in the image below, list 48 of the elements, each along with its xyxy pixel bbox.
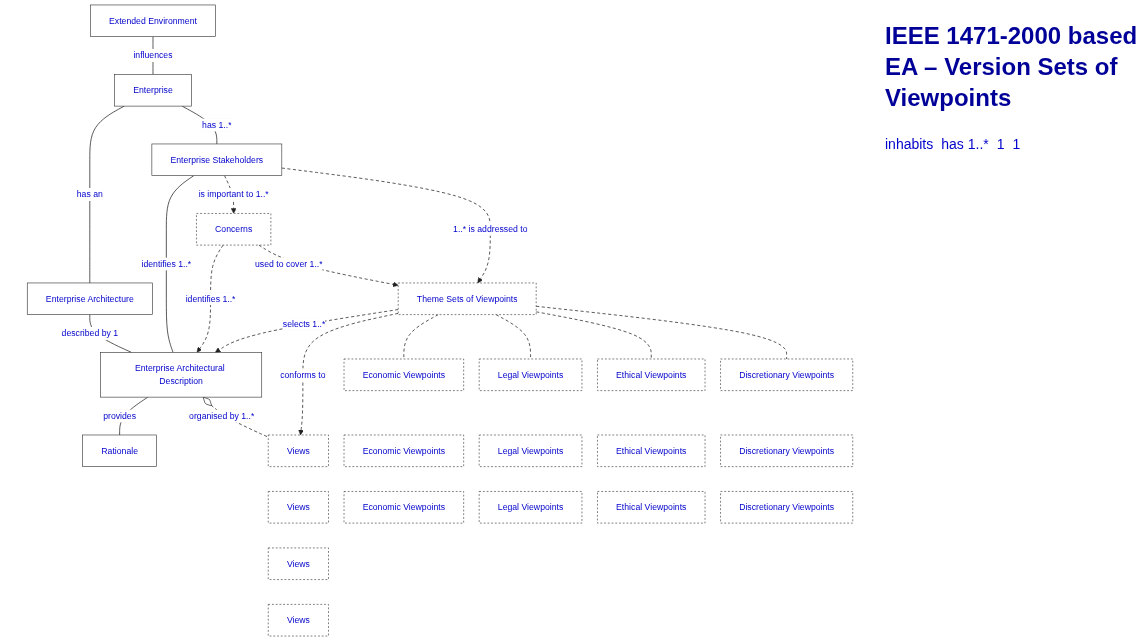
edge-label: has an [76, 189, 103, 200]
node-box: Views [267, 547, 329, 580]
node-box: Ethical Viewpoints [597, 491, 706, 524]
edge-label: identifies 1..* [141, 258, 192, 269]
diagram-title: IEEE 1471-2000 based EA – Version Sets of Viewpoints [885, 21, 1139, 114]
node-box: Theme Sets of Viewpoints [397, 282, 537, 315]
node-box: Rationale [82, 434, 157, 467]
connector [165, 175, 195, 353]
connector [495, 314, 531, 360]
node-box: Extended Environment [90, 4, 216, 37]
multiplicity-label: 1 [996, 135, 1005, 152]
node-box: Views [267, 491, 329, 524]
node-box: Economic Viewpoints [343, 434, 464, 467]
node-box: Concerns [196, 213, 272, 246]
connector [535, 311, 652, 360]
node-box: Enterprise Architectural Description [100, 352, 263, 398]
node-box: Discretionary Viewpoints [720, 358, 854, 391]
edge-label: conforms to [280, 369, 326, 380]
node-box: Legal Viewpoints [478, 434, 583, 467]
node-box: Economic Viewpoints [343, 491, 464, 524]
multiplicity-label: 1 [1012, 135, 1021, 152]
edge-label: identifies 1..* [185, 293, 236, 304]
connector [535, 305, 787, 360]
node-box: Ethical Viewpoints [597, 434, 706, 467]
edge-label: is important to 1..* [198, 189, 269, 200]
edge-label: 1..* is addressed to [453, 224, 528, 234]
node-box: Enterprise Stakeholders [151, 143, 283, 176]
node-box: Enterprise Architecture [26, 282, 153, 315]
node-box: Views [267, 604, 329, 637]
edge-label: used to cover 1..* [254, 258, 323, 269]
connector [403, 314, 439, 360]
node-box: Legal Viewpoints [478, 358, 583, 391]
node-box: Discretionary Viewpoints [720, 491, 854, 524]
edge-label: influences [133, 50, 173, 61]
edge-label: has 1..* [202, 119, 232, 130]
edge-label: provides [103, 410, 137, 421]
edge-label: described by 1 [61, 328, 119, 339]
connector [89, 105, 125, 284]
multiplicity-label: inhabits [885, 135, 934, 152]
node-box: Economic Viewpoints [343, 358, 464, 391]
node-box: Ethical Viewpoints [597, 358, 706, 391]
edge-label: organised by 1..* [189, 410, 255, 421]
multiplicity-label: has 1..* [941, 135, 989, 152]
node-box: Views [267, 434, 329, 467]
node-box: Discretionary Viewpoints [720, 434, 854, 467]
node-box: Legal Viewpoints [478, 491, 583, 524]
node-box: Enterprise [114, 74, 192, 107]
edge-label: selects 1..* [282, 318, 326, 329]
